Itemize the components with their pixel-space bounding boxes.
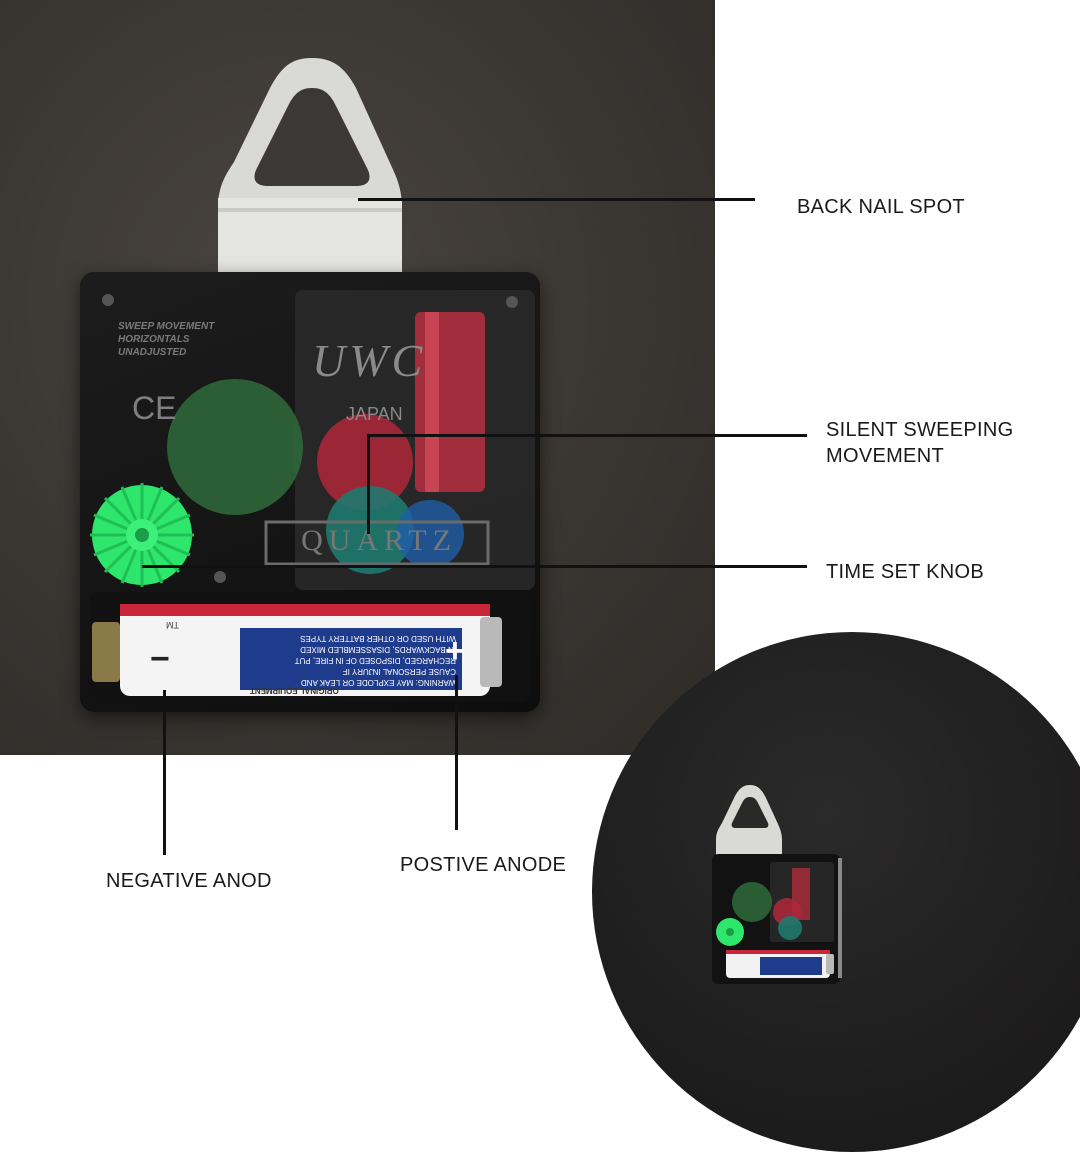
gear-dark-green bbox=[167, 379, 303, 515]
battery-warning-text: WARNING: MAY EXPLODE OR LEAK AND CAUSE P… bbox=[294, 634, 456, 687]
gear-red bbox=[317, 414, 413, 510]
clock-movement: SWEEP MOVEMENT HORIZONTALS UNADJUSTED CE… bbox=[80, 272, 540, 712]
label-positive-anode: POSTIVE ANODE bbox=[400, 854, 567, 876]
battery-tm-text: TM bbox=[166, 620, 179, 630]
leader-line-negative-anode bbox=[163, 690, 166, 855]
label-back-nail-spot: BACK NAIL SPOT bbox=[797, 196, 965, 218]
label-time-set-knob: TIME SET KNOB bbox=[826, 561, 985, 583]
spec-text: SWEEP MOVEMENT HORIZONTALS UNADJUSTED bbox=[118, 321, 215, 358]
battery-minus-symbol: − bbox=[150, 640, 170, 678]
ce-mark: CE bbox=[132, 390, 177, 426]
brand-logo: UWC bbox=[312, 335, 427, 386]
battery-footer-text: ORIGINAL EQUIPMENT bbox=[250, 686, 339, 695]
quartz-text: QUARTZ bbox=[301, 524, 457, 557]
battery-plus-symbol: + bbox=[445, 632, 465, 670]
inset-clock-back-view bbox=[592, 632, 1080, 1152]
leader-line-back-nail bbox=[358, 198, 755, 201]
hanger-bracket bbox=[218, 58, 402, 273]
inset-movement-illustration bbox=[712, 785, 842, 984]
label-negative-anode: NEGATIVE ANOD bbox=[106, 870, 272, 892]
leader-line-positive-anode bbox=[455, 675, 458, 830]
country-text: JAPAN bbox=[346, 404, 403, 424]
gear-teal bbox=[326, 486, 414, 574]
leader-line-silent-movement-v bbox=[367, 434, 370, 534]
leader-line-time-set-knob bbox=[142, 565, 807, 568]
gear-blue bbox=[396, 500, 464, 568]
leader-line-silent-movement-h bbox=[367, 434, 807, 437]
time-set-knob bbox=[90, 483, 194, 587]
label-silent-sweeping-movement: SILENT SWEEPING MOVEMENT bbox=[826, 419, 1014, 467]
product-photo: SWEEP MOVEMENT HORIZONTALS UNADJUSTED CE… bbox=[0, 0, 715, 755]
